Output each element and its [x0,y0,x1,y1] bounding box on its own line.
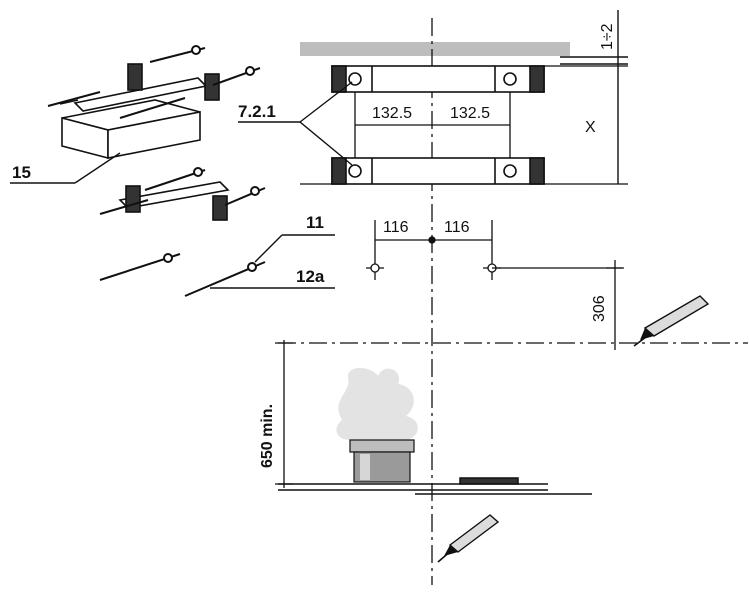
worktop [278,477,592,495]
dimension-306: 306 [591,295,608,322]
label-11: 11 [306,213,324,232]
callout-11 [254,234,335,263]
screw-icon-2 [99,167,266,297]
dimension-1-2: 1÷2 [599,23,616,50]
pencil-icon-2 [437,514,500,563]
top-offset-dimension [560,10,628,184]
dimension-132-5-left: 132.5 [372,105,412,122]
plan-grid [300,65,628,185]
dimension-650-min: 650 min. [259,404,276,468]
drop-dimension [606,260,624,350]
pot-icon [336,368,418,483]
label-7-2-1: 7.2.1 [238,102,276,121]
bracket-top [59,63,220,112]
bracket-bottom [118,181,230,221]
dimension-132-5-right: 132.5 [450,105,490,122]
dimension-116-left: 116 [383,219,409,236]
dimension-x: X [585,119,596,136]
dimension-116-right: 116 [444,219,470,236]
plan-bracket-bottom [331,157,545,185]
ceiling-plate [300,42,570,56]
label-12a: 12a [296,267,325,286]
plan-bracket-top [331,65,545,93]
screw-icon [47,45,261,119]
callout-7-2-1 [238,81,353,166]
pencil-icon [633,295,710,347]
label-15: 15 [12,163,31,182]
min-height-dimension [275,340,293,488]
callout-15 [10,152,121,184]
hole-spacing [366,220,622,280]
